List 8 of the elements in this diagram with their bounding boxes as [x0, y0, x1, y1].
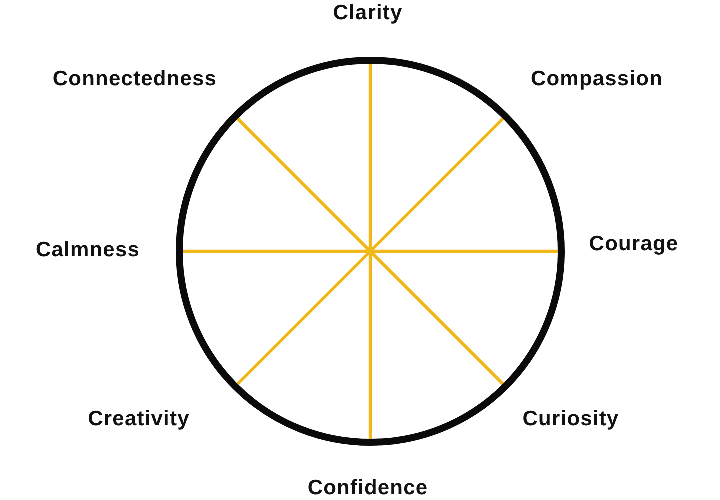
value-label: Confidence [308, 476, 428, 500]
value-label: Compassion [530, 67, 664, 91]
value-label: Curiosity [522, 407, 620, 431]
value-label: Creativity [88, 407, 190, 431]
value-label: Calmness [36, 238, 140, 262]
value-label: Clarity [333, 1, 403, 25]
value-label: Connectedness [52, 67, 218, 91]
value-label: Courage [589, 232, 679, 256]
